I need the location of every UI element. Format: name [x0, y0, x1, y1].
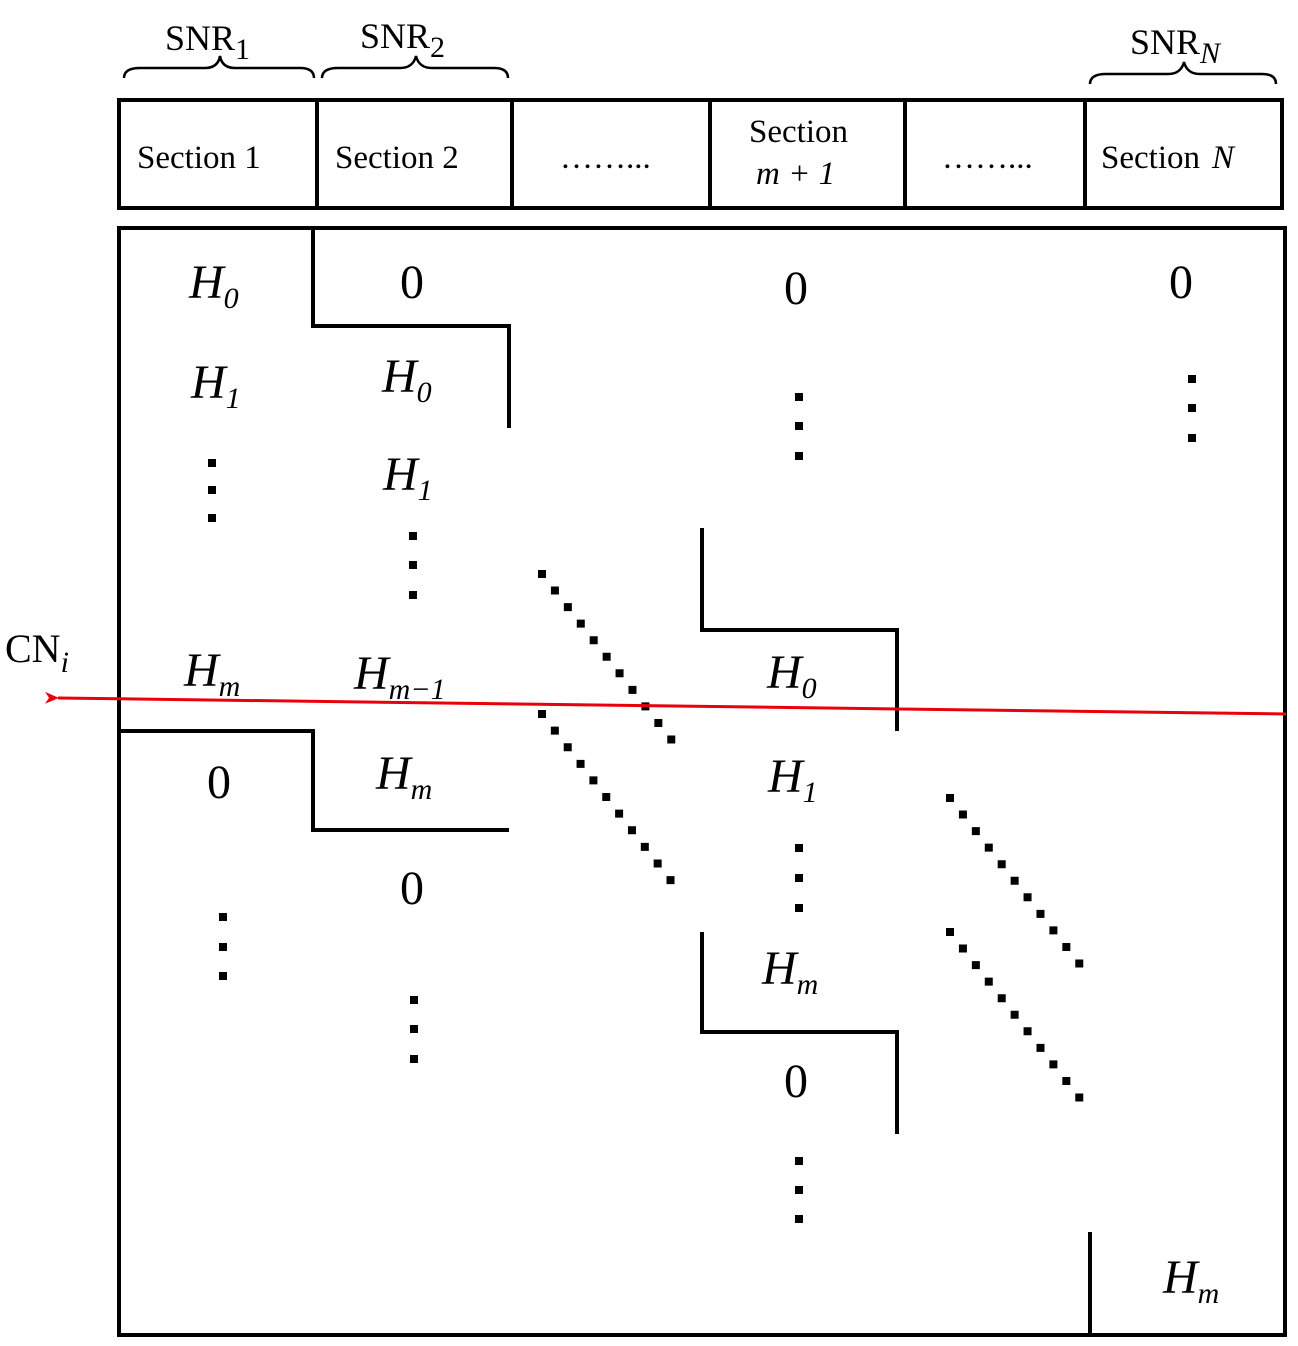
- section-header-row: [117, 98, 1284, 210]
- vdots-colm1-mid: [795, 844, 803, 912]
- h0-colm1: H0: [766, 646, 817, 705]
- cn-label: CNi: [5, 626, 69, 679]
- diagonal-dots: [536, 568, 1088, 1107]
- section-2-label: Section 2: [335, 140, 459, 176]
- hm1-col2: Hm−1: [353, 647, 446, 706]
- section-m1-label-line2: m + 1: [756, 156, 835, 192]
- h0-col2: H0: [381, 350, 432, 409]
- section-m1-label-line1: Section: [749, 114, 848, 150]
- zero-colm1-top: 0: [784, 262, 808, 315]
- hm-col2: Hm: [375, 747, 432, 806]
- section-ellipsis-1: ……...: [560, 140, 651, 176]
- snr-brace-n: [1088, 61, 1278, 85]
- staircase-lines: [119, 228, 1092, 1335]
- hm-coln: Hm: [1162, 1251, 1219, 1310]
- section-1-label: Section 1: [137, 140, 261, 176]
- vdots-colm1-bottom: [795, 1157, 803, 1223]
- matrix-frame: [117, 226, 1287, 1337]
- vdots-colm1-top: [795, 393, 803, 460]
- snr-brace-1: [122, 55, 316, 79]
- hm-colm1: Hm: [761, 942, 818, 1001]
- snr-label-1: SNR1: [165, 18, 250, 66]
- cn-arrow: [44, 691, 1287, 716]
- section-ellipsis-2: ……...: [942, 140, 1033, 176]
- zero-colm1-bottom: 0: [784, 1055, 808, 1108]
- h0-col1: H0: [188, 256, 239, 315]
- h1-col2: H1: [382, 448, 433, 507]
- hm-col1: Hm: [183, 644, 240, 703]
- snr-brace-2: [320, 55, 510, 79]
- vdots-col2-bottom: [410, 996, 418, 1063]
- zero-col2-top: 0: [400, 256, 424, 309]
- h1-colm1: H1: [767, 750, 818, 809]
- snr-label-n: SNRN: [1130, 22, 1222, 70]
- vdots-col2-top: [409, 532, 417, 599]
- vdots-coln-top: [1188, 375, 1196, 442]
- vdots-col1-top: [208, 459, 216, 522]
- zero-coln-top: 0: [1169, 256, 1193, 309]
- zero-col2-bottom: 0: [400, 862, 424, 915]
- vdots-col1-bottom: [219, 913, 227, 980]
- zero-col1: 0: [207, 756, 231, 809]
- h1-col1: H1: [190, 356, 241, 415]
- snr-label-2: SNR2: [360, 16, 445, 64]
